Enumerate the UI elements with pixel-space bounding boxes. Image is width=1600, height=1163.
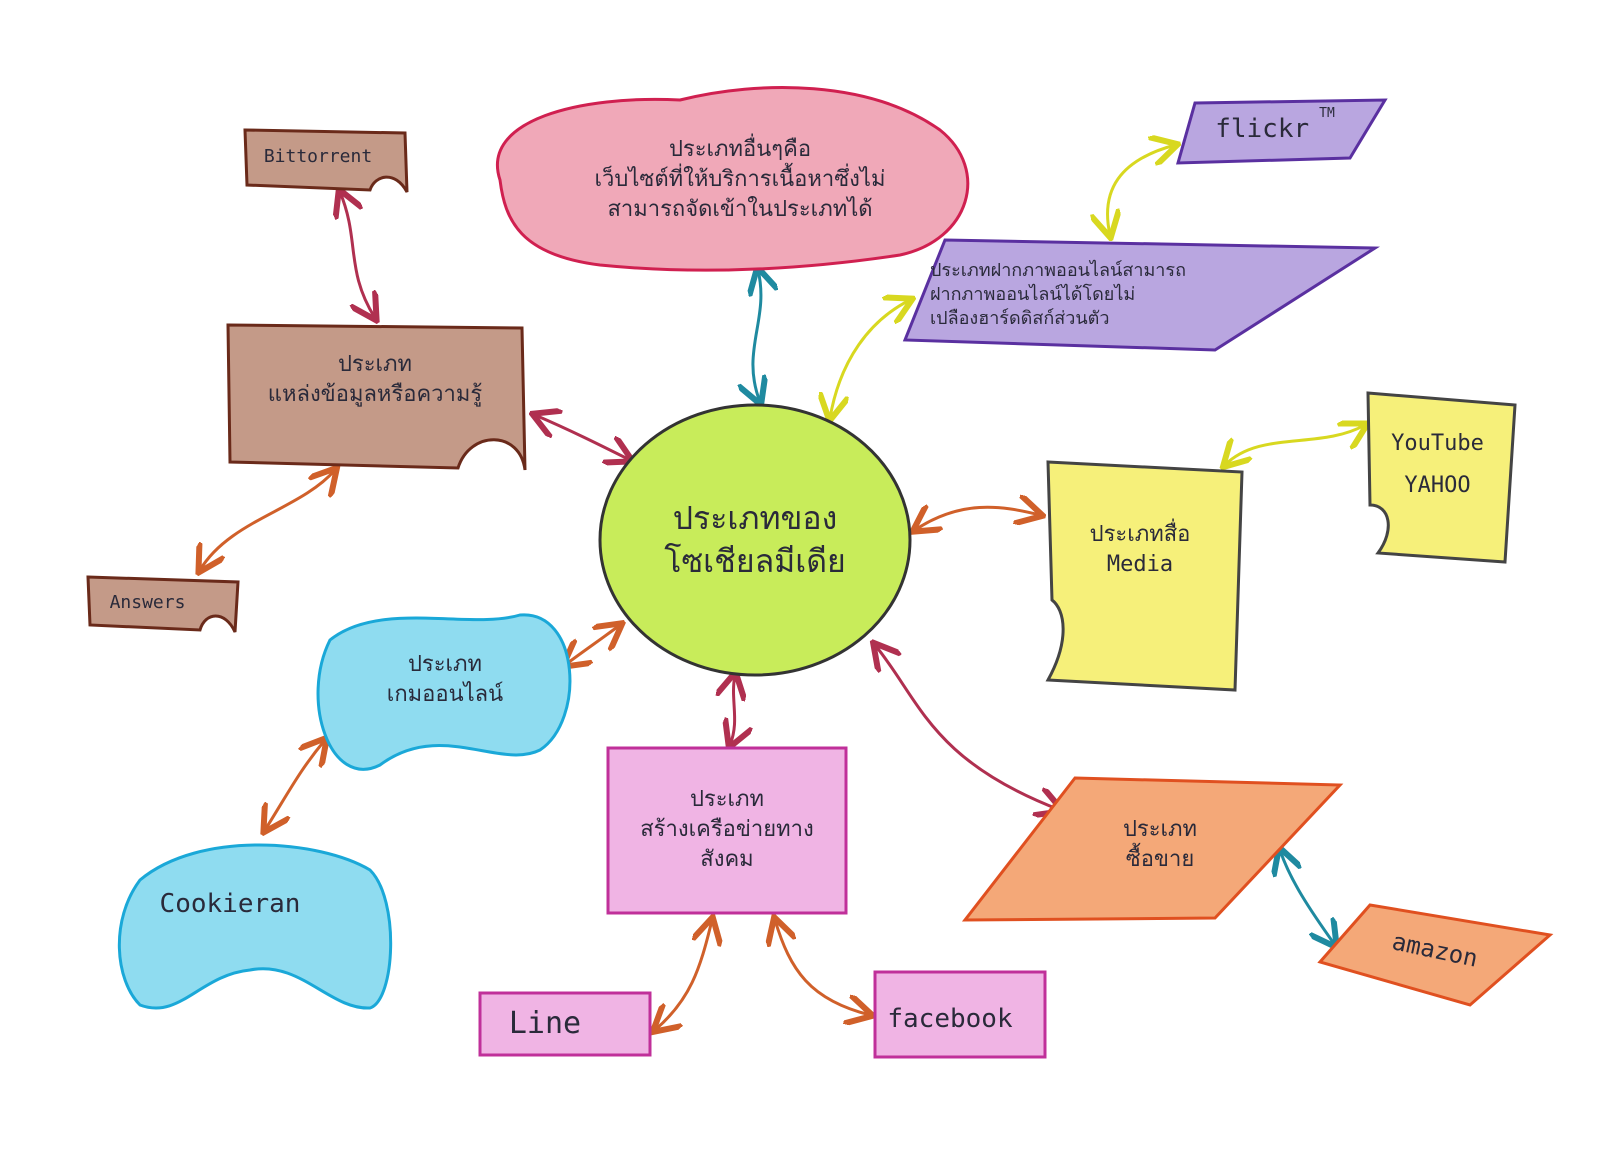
connector-commerce-amazon (1280, 850, 1335, 945)
line-text: Line (508, 1005, 582, 1041)
center-circle (598, 403, 912, 677)
line-box (478, 991, 652, 1057)
social-rect (606, 746, 848, 915)
youtube-box (1366, 391, 1517, 564)
answers-label: Answers (90, 582, 205, 624)
social-label: ประเภท สร้างเครือข่ายทาง สังคม (608, 755, 846, 905)
photo-parallelogram (902, 238, 1380, 352)
media-rect (1045, 460, 1244, 692)
connector-social-facebook (775, 920, 870, 1015)
connector-social-center (730, 675, 735, 745)
connector-knowledge-center (535, 415, 630, 460)
connector-game-center (565, 625, 620, 665)
connector-photo-flickr (1108, 145, 1175, 235)
flickr-label: flickr TM (1200, 105, 1350, 155)
social-line3: สังคม (700, 846, 754, 872)
knowledge-line1: ประเภท (337, 352, 413, 378)
youtube-text: YouTube (1391, 431, 1484, 457)
commerce-label: ประเภท ซื้อขาย (1070, 800, 1250, 890)
answers-box (86, 575, 240, 633)
connector-media-youtube (1225, 425, 1365, 465)
connector-photo-center (830, 300, 910, 418)
center-label: ประเภทของ โซเชียลมีเดีย (620, 470, 890, 610)
facebook-text: facebook (887, 1004, 1013, 1035)
youtube-label: YouTube YAHOO (1370, 410, 1505, 520)
connector-commerce-center (875, 645, 1060, 810)
facebook-box (873, 970, 1047, 1059)
amazon-text: amazon (1389, 927, 1481, 973)
connector-media-center (915, 507, 1040, 530)
game-label: ประเภท เกมออนไลน์ (330, 630, 560, 730)
game-line1: ประเภท (407, 652, 483, 678)
bittorrent-label: Bittorrent (248, 135, 388, 180)
cookierun-label: Cookieran (140, 880, 320, 930)
flickr-tm: TM (1319, 106, 1335, 121)
connector-knowledge-answers (200, 470, 335, 570)
media-line1: ประเภทสื่อ (1089, 522, 1191, 548)
bittorrent-text: Bittorrent (263, 146, 373, 168)
amazon-box (1317, 903, 1554, 1007)
cookierun-text: Cookieran (159, 889, 301, 920)
photo-line2: ฝากภาพออนไลน์ได้โดยไม่ (930, 283, 1136, 305)
social-line2: สร้างเครือข่ายทาง (640, 817, 814, 843)
connector-knowledge-bittorrent (340, 192, 375, 318)
yahoo-text: YAHOO (1404, 473, 1471, 498)
other-label: ประเภทอื่นๆคือ เว็บไซต์ที่ให้บริการเนื้อ… (520, 105, 960, 255)
social-line1: ประเภท (689, 787, 765, 813)
knowledge-rect (226, 323, 527, 471)
center-line1: ประเภทของ (672, 498, 838, 537)
connector-game-cookierun (265, 740, 325, 830)
knowledge-line2: แหล่งข้อมูลหรือความรู้ (267, 382, 483, 407)
line-label: Line (480, 993, 610, 1055)
flickr-text: flickr (1215, 114, 1310, 145)
other-cloud (496, 86, 970, 272)
photo-line1: ประเภทฝากภาพออนไลน์สามารถ (930, 259, 1186, 281)
flickr-box (1175, 98, 1388, 165)
bittorrent-box (243, 128, 409, 193)
photo-label: ประเภทฝากภาพออนไลน์สามารถ ฝากภาพออนไลน์ไ… (930, 250, 1310, 340)
commerce-line1: ประเภท (1122, 817, 1198, 843)
media-line2: Media (1106, 552, 1174, 577)
connector-social-line (655, 920, 712, 1030)
center-line2: โซเชียลมีเดีย (664, 542, 846, 580)
other-line1: ประเภทอื่นๆคือ (668, 137, 812, 163)
facebook-label: facebook (875, 990, 1025, 1050)
commerce-parallelogram (961, 776, 1344, 922)
other-line2: เว็บไซต์ที่ให้บริการเนื้อหาซึ่งไม่ (594, 167, 886, 193)
connector-other-center (753, 270, 761, 402)
cookierun-bean (117, 843, 393, 1010)
media-label: ประเภทสื่อ Media (1050, 495, 1230, 605)
commerce-line2: ซื้อขาย (1125, 847, 1195, 872)
game-line2: เกมออนไลน์ (386, 682, 504, 707)
knowledge-label: ประเภท แหล่งข้อมูลหรือความรู้ (230, 330, 520, 430)
answers-text: Answers (109, 591, 186, 613)
photo-line3: เปลืองฮาร์ดดิสก์ส่วนตัว (930, 308, 1110, 330)
other-line3: สามารถจัดเข้าในประเภทได้ (607, 196, 873, 222)
game-bean (316, 613, 572, 771)
